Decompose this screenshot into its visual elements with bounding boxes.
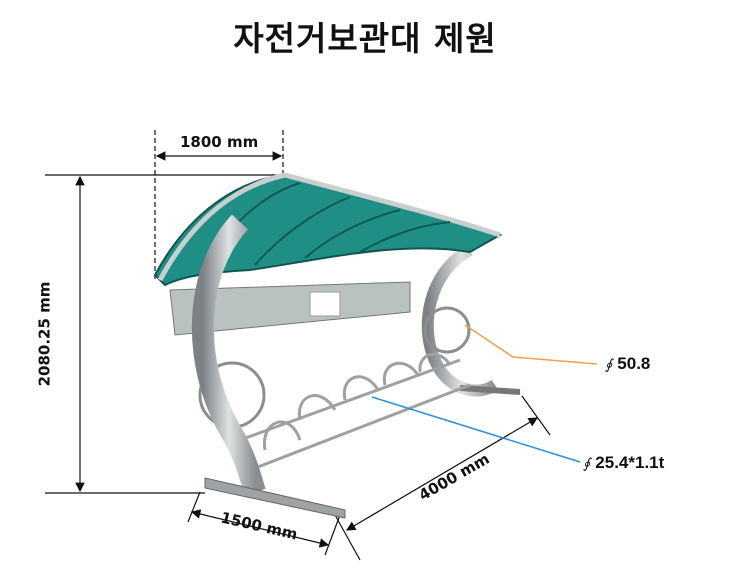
shelter-illustration — [153, 172, 521, 519]
dimension-height — [45, 174, 285, 494]
brand-sign — [309, 291, 341, 317]
arch-pipe-value: 50.8 — [617, 354, 651, 373]
dimension-length — [334, 395, 551, 561]
height-label: 2080.25 mm — [35, 281, 54, 387]
rack-leader-line — [371, 396, 581, 463]
arch-leader-line — [464, 324, 598, 365]
dimension-base-depth — [187, 491, 341, 556]
dimension-roof-depth — [154, 130, 284, 280]
rack-pipe-value: 25.4*1.1t — [595, 453, 665, 472]
diameter-icon: ∮ — [605, 356, 613, 372]
rack-pipe-spec: ∮25.4*1.1t — [583, 453, 664, 473]
arch-pipe-spec: ∮50.8 — [605, 354, 650, 374]
roof-depth-label: 1800 mm — [180, 133, 259, 151]
diameter-icon: ∮ — [583, 455, 591, 471]
page-title: 자전거보관대 제원 — [233, 19, 497, 58]
